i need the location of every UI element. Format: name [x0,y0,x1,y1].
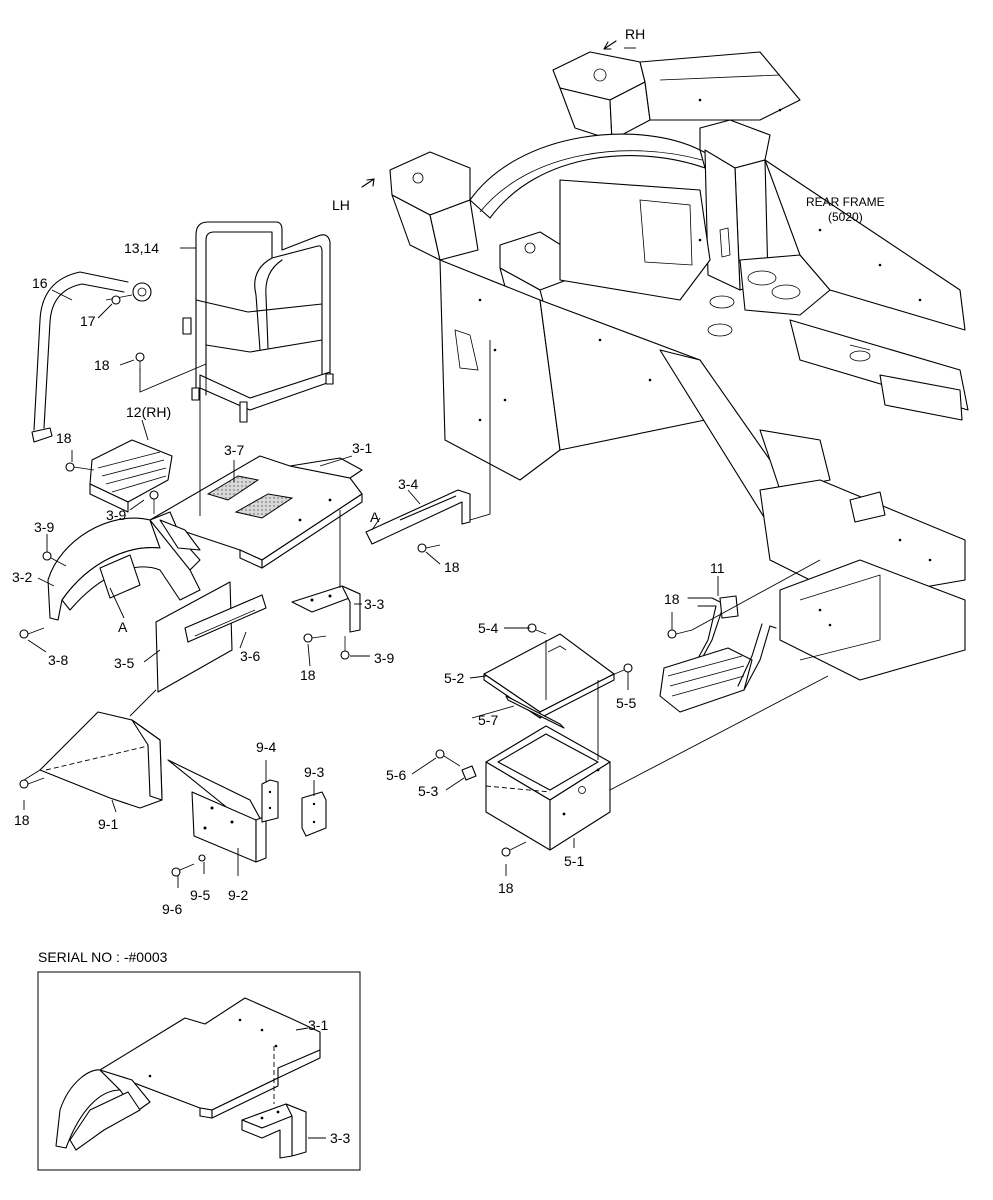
label-3-4: 3-4 [398,476,418,492]
label-9-6: 9-6 [162,901,182,917]
label-18-g: 18 [14,812,30,828]
label-5-4: 5-4 [478,620,498,636]
label-3-9-a: 3-9 [106,507,126,523]
flap-3-5 [155,581,267,693]
label-rear-frame: REAR FRAME [806,195,885,209]
label-5-5: 5-5 [616,695,636,711]
label-3-8: 3-8 [48,652,68,668]
bolt-3-9-c-icon [340,636,350,660]
bolt-18-box-icon [501,841,527,857]
labels: RH LH REAR FRAME (5020) 13,14 16 17 18 1… [12,26,885,917]
bracket-5-3 [461,765,477,781]
label-9-3: 9-3 [304,764,324,780]
label-5-1: 5-1 [564,853,584,869]
label-18-d: 18 [300,667,316,683]
label-5-6: 5-6 [386,767,406,783]
box-5-1 [485,725,611,851]
label-5-2: 5-2 [444,670,464,686]
label-16: 16 [32,275,48,291]
label-17: 17 [80,313,96,329]
bolt-18-cover-icon [19,777,45,789]
inset-label-3-1: 3-1 [308,1017,328,1033]
bolts-fender-group [19,490,441,660]
mud-guard-3-2 [47,517,201,621]
label-3-7: 3-7 [224,442,244,458]
bracket-9-2 [167,759,267,863]
label-18-e: 18 [664,591,680,607]
label-rh: RH [625,26,645,42]
bolt-18-frame-icon [417,543,441,553]
label-9-1: 9-1 [98,816,118,832]
handrail-13-14 [182,221,334,423]
label-3-9-b: 3-9 [34,519,54,535]
pad-5-7 [505,695,565,729]
label-3-1: 3-1 [352,440,372,456]
bolt-5-5-icon [609,663,633,677]
rear-frame [389,51,969,681]
label-3-9-c: 3-9 [374,650,394,666]
label-5-7: 5-7 [478,712,498,728]
bolt-5-4-icon [527,623,547,635]
label-3-5: 3-5 [114,655,134,671]
label-5-3: 5-3 [418,783,438,799]
bracket-3-3 [291,585,361,633]
rh-arrow-icon [603,40,617,50]
label-3-2: 3-2 [12,569,32,585]
label-9-5: 9-5 [190,887,210,903]
label-9-2: 9-2 [228,887,248,903]
label-3-3: 3-3 [364,596,384,612]
label-18-b: 18 [56,430,72,446]
label-9-4: 9-4 [256,739,276,755]
leader-lines [23,47,829,888]
label-a-left: A [118,619,128,635]
label-12-rh: 12(RH) [126,404,171,420]
bracket-3-4 [365,489,471,545]
step-11 [659,595,777,713]
inset-label-3-3: 3-3 [330,1130,350,1146]
step-12-rh [65,439,173,513]
bolt-3-9-a-icon [149,490,159,514]
label-3-6: 3-6 [240,648,260,664]
serial-number-label: SERIAL NO : -#0003 [38,949,168,965]
fender-3-1 [149,455,363,571]
bolt-3-8-icon [19,627,45,639]
serial-inset-box: 3-1 3-3 [37,971,361,1171]
cover-9-1 [19,711,163,809]
bolt-17-icon [105,294,133,305]
plate-9-3 [301,791,327,837]
label-rear-frame-code: (5020) [828,210,863,224]
label-13-14: 13,14 [124,240,159,256]
label-lh: LH [332,197,350,213]
bolt-18-bracket-icon [303,633,327,643]
label-18-f: 18 [498,880,514,896]
lh-arrow-icon [361,178,375,188]
bolt-9-6-icon [171,863,195,877]
plate-9-4 [261,779,279,823]
bolt-5-6-icon [435,749,461,767]
label-a-right: A [370,509,380,525]
grab-bar-16 [31,271,152,443]
label-18-a: 18 [94,357,110,373]
bolt-18-step-icon [667,629,693,639]
washer-9-5-icon [198,854,206,862]
label-11: 11 [710,560,725,576]
cover-5-2 [483,633,615,719]
label-18-c: 18 [444,559,460,575]
